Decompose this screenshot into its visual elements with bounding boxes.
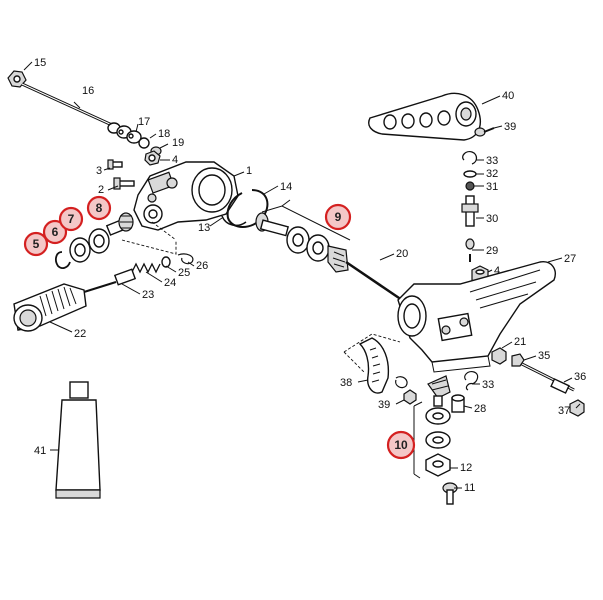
- part-6-bearing: [69, 237, 91, 263]
- part-15-nut: [7, 70, 27, 88]
- part-33-circlip-upper: [462, 150, 478, 165]
- callout-28: 28: [474, 403, 486, 415]
- part-36-spacer: [550, 378, 570, 394]
- highlight-5: 5: [23, 231, 49, 257]
- callout-19: 19: [172, 137, 184, 149]
- callout-30: 30: [486, 213, 498, 225]
- part-31-spring: [465, 181, 475, 191]
- callout-25: 25: [178, 267, 190, 279]
- callout-32: 32: [486, 168, 498, 180]
- part-1-housing: [133, 161, 239, 231]
- part-16-bolt: [21, 82, 113, 127]
- part-40-lever: [368, 92, 482, 141]
- callout-41: 41: [34, 445, 46, 457]
- part-4-bolt: [144, 150, 161, 166]
- part-12-nut: [425, 453, 451, 477]
- part-32-washer: [463, 170, 477, 178]
- callout-38: 38: [340, 377, 352, 389]
- callout-33-top: 33: [486, 155, 498, 167]
- callout-labels: 15 16 17 18 19 3 4 1 2 14 13 40 39 33 32…: [34, 57, 586, 494]
- part-26-clip: [177, 253, 194, 265]
- callout-4: 4: [172, 154, 178, 166]
- bracket-9: [261, 199, 351, 241]
- highlight-label-7: 7: [68, 212, 75, 226]
- callout-4-right: 4: [494, 265, 500, 277]
- callout-33-lower: 33: [482, 379, 494, 391]
- highlight-7: 7: [58, 206, 84, 232]
- highlight-label-8: 8: [96, 201, 103, 215]
- part-38-guard: [343, 333, 408, 394]
- callout-1: 1: [246, 165, 252, 177]
- part-34-ring: [465, 383, 475, 391]
- callout-18: 18: [158, 128, 170, 140]
- part-37-nut: [569, 399, 585, 417]
- part-2-screw: [113, 177, 135, 190]
- callout-37: 37: [558, 405, 570, 417]
- callout-11: 11: [464, 482, 475, 494]
- part-13-ring: [221, 215, 247, 227]
- part-39-screw-lower: [403, 389, 417, 405]
- callout-16: 16: [82, 85, 94, 97]
- part-14-circlip: [226, 189, 269, 228]
- highlight-10: 10: [386, 430, 416, 460]
- callout-26: 26: [196, 260, 208, 272]
- highlight-label-5: 5: [33, 237, 40, 251]
- part-9-gear-set: [255, 212, 349, 273]
- callout-22: 22: [74, 328, 86, 340]
- part-21-nut: [491, 347, 507, 365]
- highlight-8: 8: [86, 195, 112, 221]
- part-3-screw: [107, 159, 123, 170]
- callout-24: 24: [164, 277, 176, 289]
- part-8-pinion-shaft: [105, 212, 134, 236]
- highlight-9: 9: [324, 203, 352, 231]
- part-39-screw-upper: [474, 127, 495, 137]
- part-20-shaft: [345, 260, 403, 302]
- part-5-circlip: [55, 251, 71, 269]
- callout-39-lower: 39: [378, 399, 390, 411]
- highlight-label-9: 9: [335, 210, 342, 224]
- callout-14: 14: [280, 181, 292, 193]
- callout-36: 36: [574, 371, 586, 383]
- highlight-6: 6: [42, 219, 68, 245]
- part-7-bearing: [88, 228, 110, 254]
- part-41-grease-tube: [55, 381, 101, 499]
- part-11-screw: [442, 482, 458, 505]
- part-28-sleeve: [451, 394, 465, 413]
- callout-27: 27: [564, 253, 576, 265]
- callout-21: 21: [514, 336, 526, 348]
- callout-35: 35: [538, 350, 550, 362]
- part-17-18-19-washers: [107, 122, 162, 156]
- part-22-grip: [13, 283, 87, 332]
- callout-12: 12: [460, 462, 472, 474]
- part-25-washer: [161, 256, 171, 268]
- part-30-detent-pin: [461, 195, 479, 250]
- alignment-dashes-left: [121, 221, 177, 255]
- callout-17: 17: [138, 116, 150, 128]
- callout-39-top: 39: [504, 121, 516, 133]
- highlight-label-6: 6: [52, 225, 59, 239]
- part-27-gear-housing: [397, 261, 556, 373]
- callout-23: 23: [142, 289, 154, 301]
- part-24-spring: [131, 262, 161, 274]
- callout-3: 3: [96, 165, 102, 177]
- callout-29: 29: [486, 245, 498, 257]
- highlight-label-10: 10: [394, 438, 408, 452]
- part-33-circlip-lower: [464, 371, 479, 385]
- callout-40: 40: [502, 90, 514, 102]
- leader-lines: [23, 61, 581, 489]
- callout-20: 20: [396, 248, 408, 260]
- part-23-pin: [83, 268, 137, 293]
- part-10-gear-set: [413, 375, 451, 479]
- callout-31: 31: [486, 181, 498, 193]
- callout-2: 2: [98, 184, 104, 196]
- callout-13: 13: [198, 222, 210, 234]
- callout-15: 15: [34, 57, 46, 69]
